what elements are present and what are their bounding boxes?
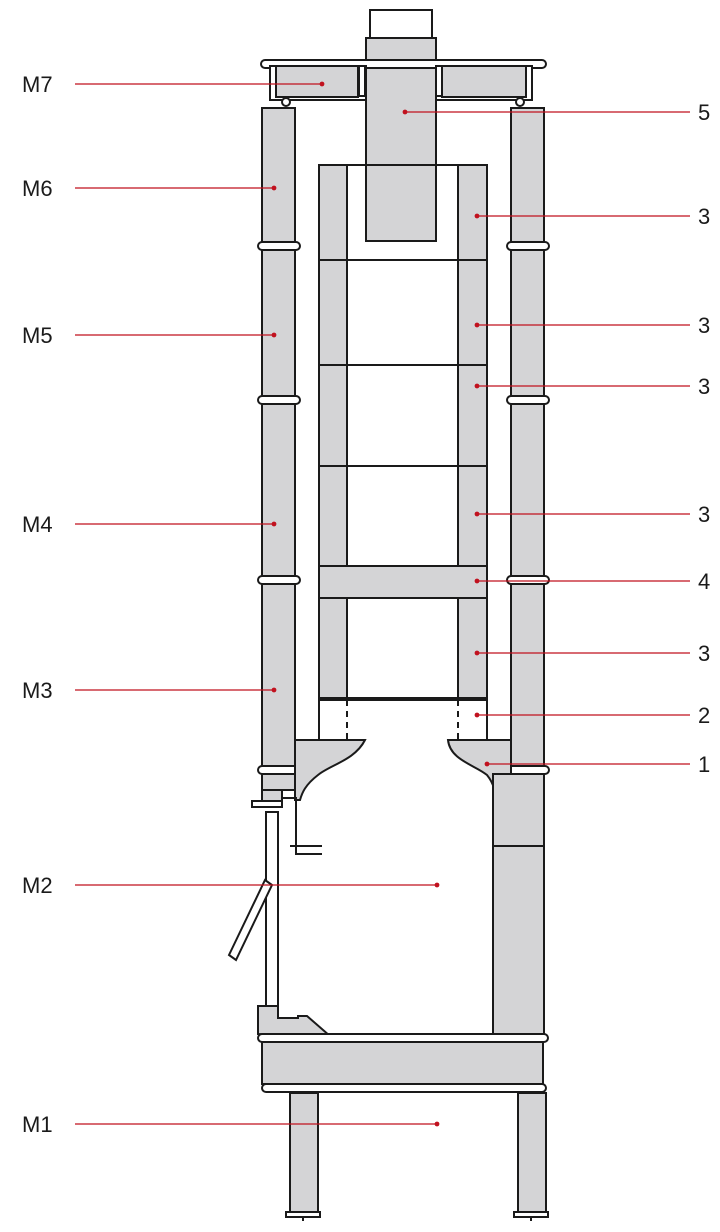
right-labels: 5 3 3 3 3 4 3 2 1 (698, 100, 710, 777)
label-m6: M6 (22, 176, 53, 201)
leader-dot-3-a (474, 213, 480, 219)
label-m7: M7 (22, 72, 53, 97)
leader-dot-m1 (434, 1121, 440, 1127)
leader-dot-3-c (474, 383, 480, 389)
label-3-a: 3 (698, 204, 710, 229)
inner-chimney (318, 164, 488, 740)
label-m4: M4 (22, 512, 53, 537)
leader-dot-5 (402, 109, 408, 115)
right-side-modules (494, 107, 550, 775)
label-5: 5 (698, 100, 710, 125)
leader-dot-m6 (271, 185, 277, 191)
label-4: 4 (698, 569, 710, 594)
label-m3: M3 (22, 678, 53, 703)
left-side-modules (257, 107, 301, 791)
base-module (257, 1033, 549, 1221)
label-3-e: 3 (698, 641, 710, 666)
leader-dot-1 (484, 761, 490, 767)
label-3-d: 3 (698, 502, 710, 527)
leader-dot-m3 (271, 687, 277, 693)
label-2: 2 (698, 703, 710, 728)
label-m2: M2 (22, 873, 53, 898)
leader-dot-m7 (319, 81, 325, 87)
left-labels: M7 M6 M5 M4 M3 M2 M1 (22, 72, 53, 1137)
leader-dot-m2 (434, 882, 440, 888)
label-1: 1 (698, 752, 710, 777)
leader-dot-3-d (474, 511, 480, 517)
leader-dot-3-e (474, 650, 480, 656)
outlet-collar (294, 739, 512, 801)
top-cover-module (260, 59, 547, 107)
leader-dot-3-b (474, 322, 480, 328)
leader-lines (75, 81, 690, 1127)
leader-dot-2 (474, 712, 480, 718)
label-m5: M5 (22, 323, 53, 348)
firebox-module (227, 773, 545, 1038)
label-3-b: 3 (698, 313, 710, 338)
leader-dot-m4 (271, 521, 277, 527)
leader-dot-m5 (271, 332, 277, 338)
leader-dot-4 (474, 578, 480, 584)
label-m1: M1 (22, 1112, 53, 1137)
label-3-c: 3 (698, 374, 710, 399)
